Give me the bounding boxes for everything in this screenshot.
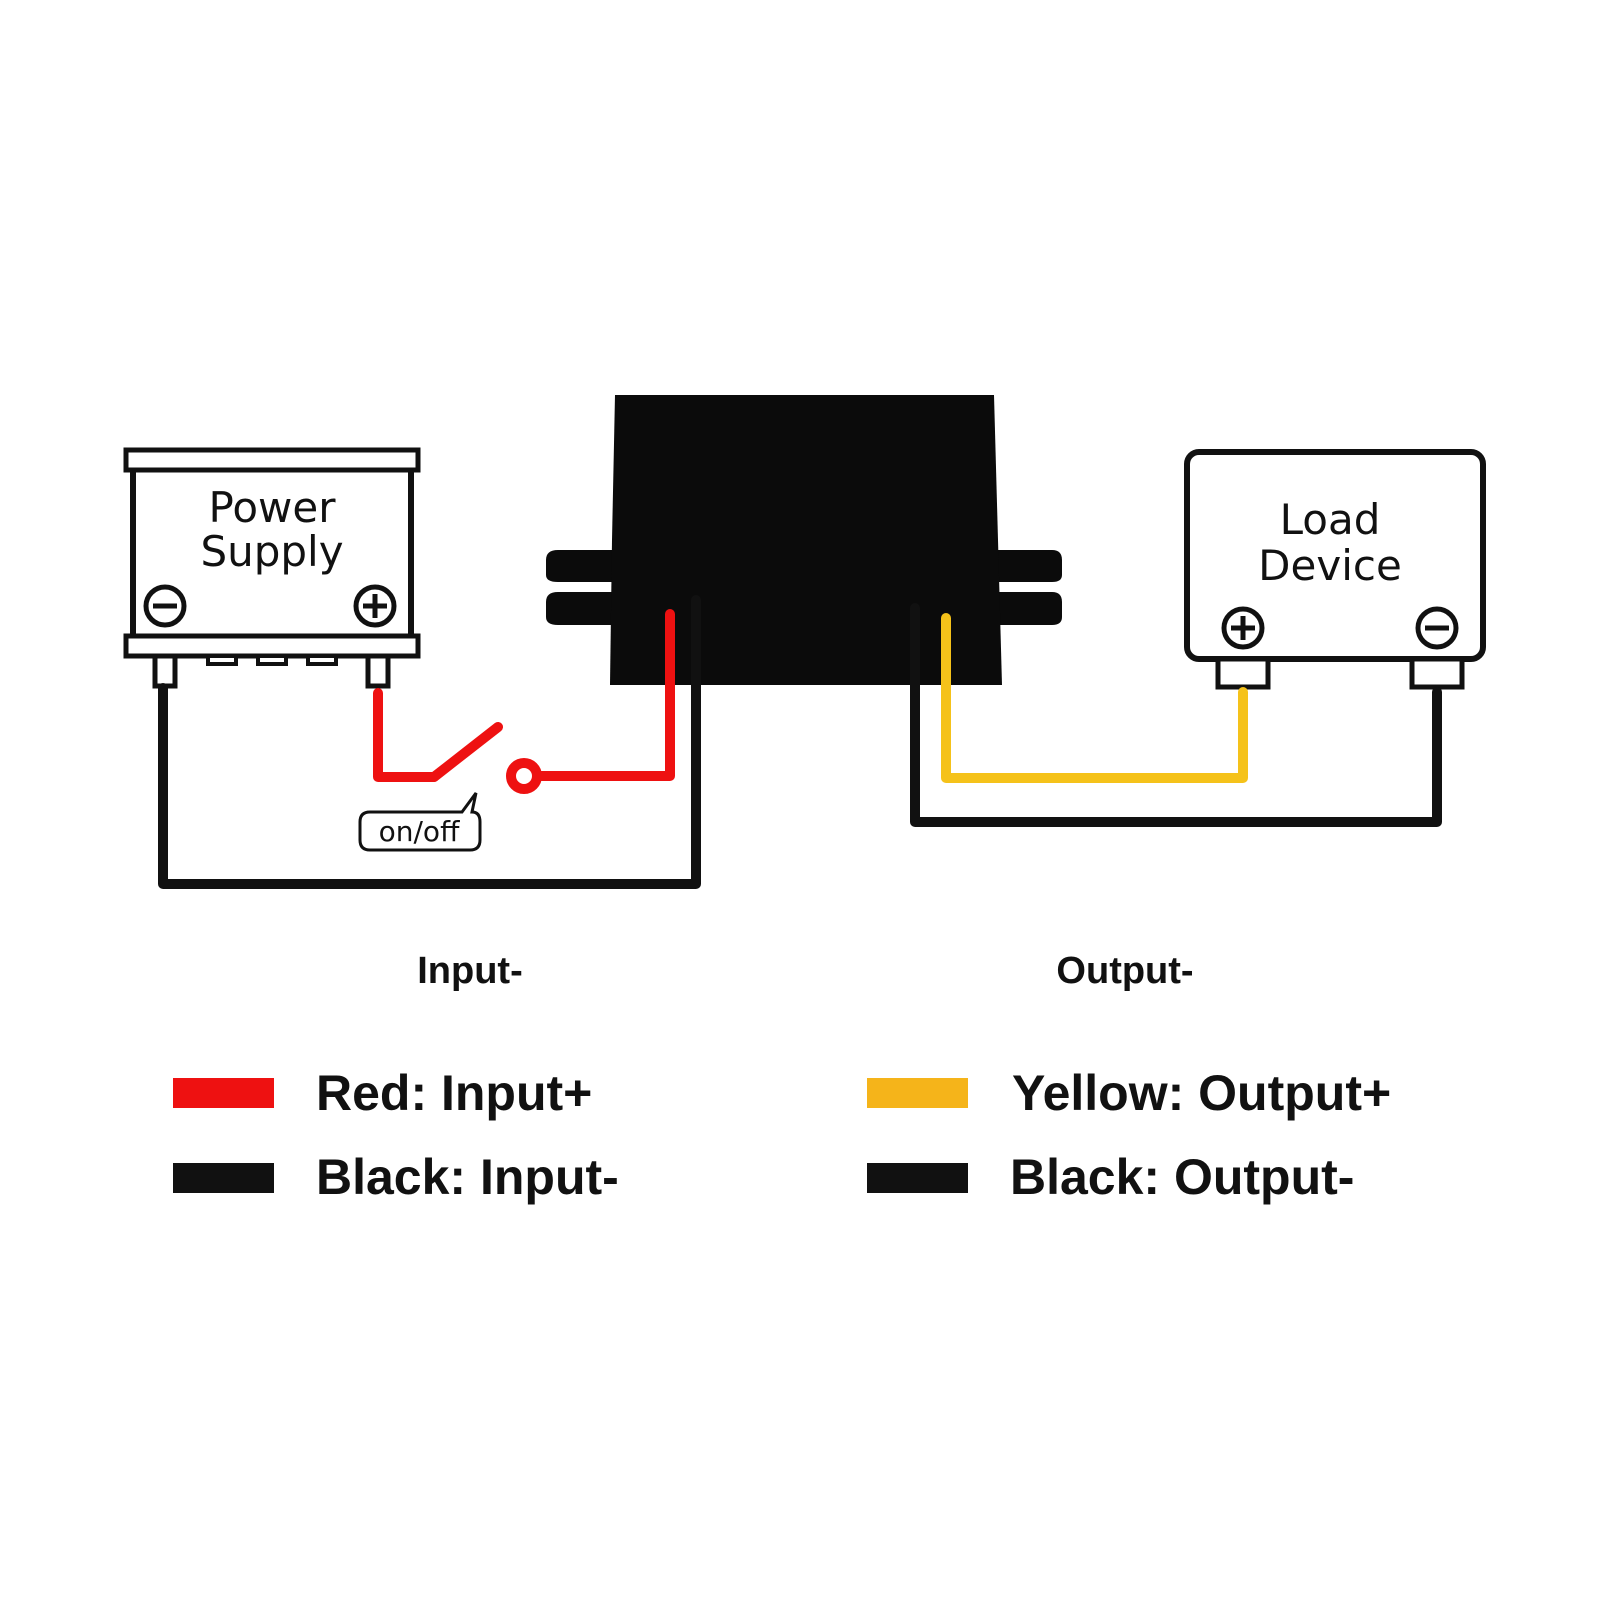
legend-swatch-black-input	[173, 1163, 274, 1193]
converter-body	[610, 395, 1002, 685]
plus-icon	[1221, 606, 1265, 650]
input-positive-wire	[532, 609, 675, 781]
output-positive-wire	[941, 613, 1248, 783]
minus-icon	[1415, 606, 1459, 650]
converter-slot	[1002, 584, 1016, 590]
input-negative-wire	[158, 595, 701, 889]
load-device-label-line2: Device	[1258, 541, 1402, 590]
load-device-negative-terminal	[1409, 656, 1465, 690]
power-supply-vent-1	[206, 654, 238, 666]
power-supply-bottom-rail	[123, 633, 421, 659]
output-wiring	[910, 603, 1442, 827]
power-supply-vent-3	[306, 654, 338, 666]
output-section-label: Output-	[1056, 950, 1193, 992]
input-positive-wire	[373, 688, 439, 782]
legend: Red: Input+ Black: Input- Yellow: Output…	[173, 1065, 1391, 1205]
load-device-body	[1184, 449, 1486, 662]
load-device: Load Device	[1184, 449, 1486, 690]
power-supply: Power Supply	[123, 447, 421, 689]
minus-icon	[143, 584, 187, 628]
legend-label-black-input: Black: Input-	[316, 1149, 619, 1205]
switch-lever	[429, 722, 503, 782]
power-supply-label-line2: Supply	[200, 527, 343, 576]
output-negative-wire	[910, 603, 1442, 827]
switch-callout-bubble	[358, 792, 482, 852]
power-supply-top-rail	[123, 447, 421, 473]
switch-callout: on/off	[358, 792, 482, 852]
power-supply-label-line1: Power	[209, 483, 337, 532]
legend-label-red: Red: Input+	[316, 1065, 592, 1121]
input-section-label: Input-	[417, 950, 523, 992]
power-supply-vent-2	[256, 654, 288, 666]
legend-swatch-black-output	[867, 1163, 968, 1193]
input-wiring	[158, 595, 701, 889]
legend-swatch-yellow	[867, 1078, 968, 1108]
converter-module	[546, 395, 1062, 685]
converter-slot	[590, 584, 604, 590]
power-supply-negative-terminal	[152, 653, 178, 689]
power-supply-body	[130, 460, 414, 641]
power-supply-positive-terminal	[365, 653, 391, 689]
legend-label-black-output: Black: Output-	[1010, 1149, 1354, 1205]
plus-icon	[353, 584, 397, 628]
switch-label: on/off	[379, 815, 460, 848]
legend-label-yellow: Yellow: Output+	[1012, 1065, 1391, 1121]
load-device-label-line1: Load	[1280, 495, 1381, 544]
load-device-positive-terminal	[1215, 656, 1271, 690]
legend-swatch-red	[173, 1078, 274, 1108]
